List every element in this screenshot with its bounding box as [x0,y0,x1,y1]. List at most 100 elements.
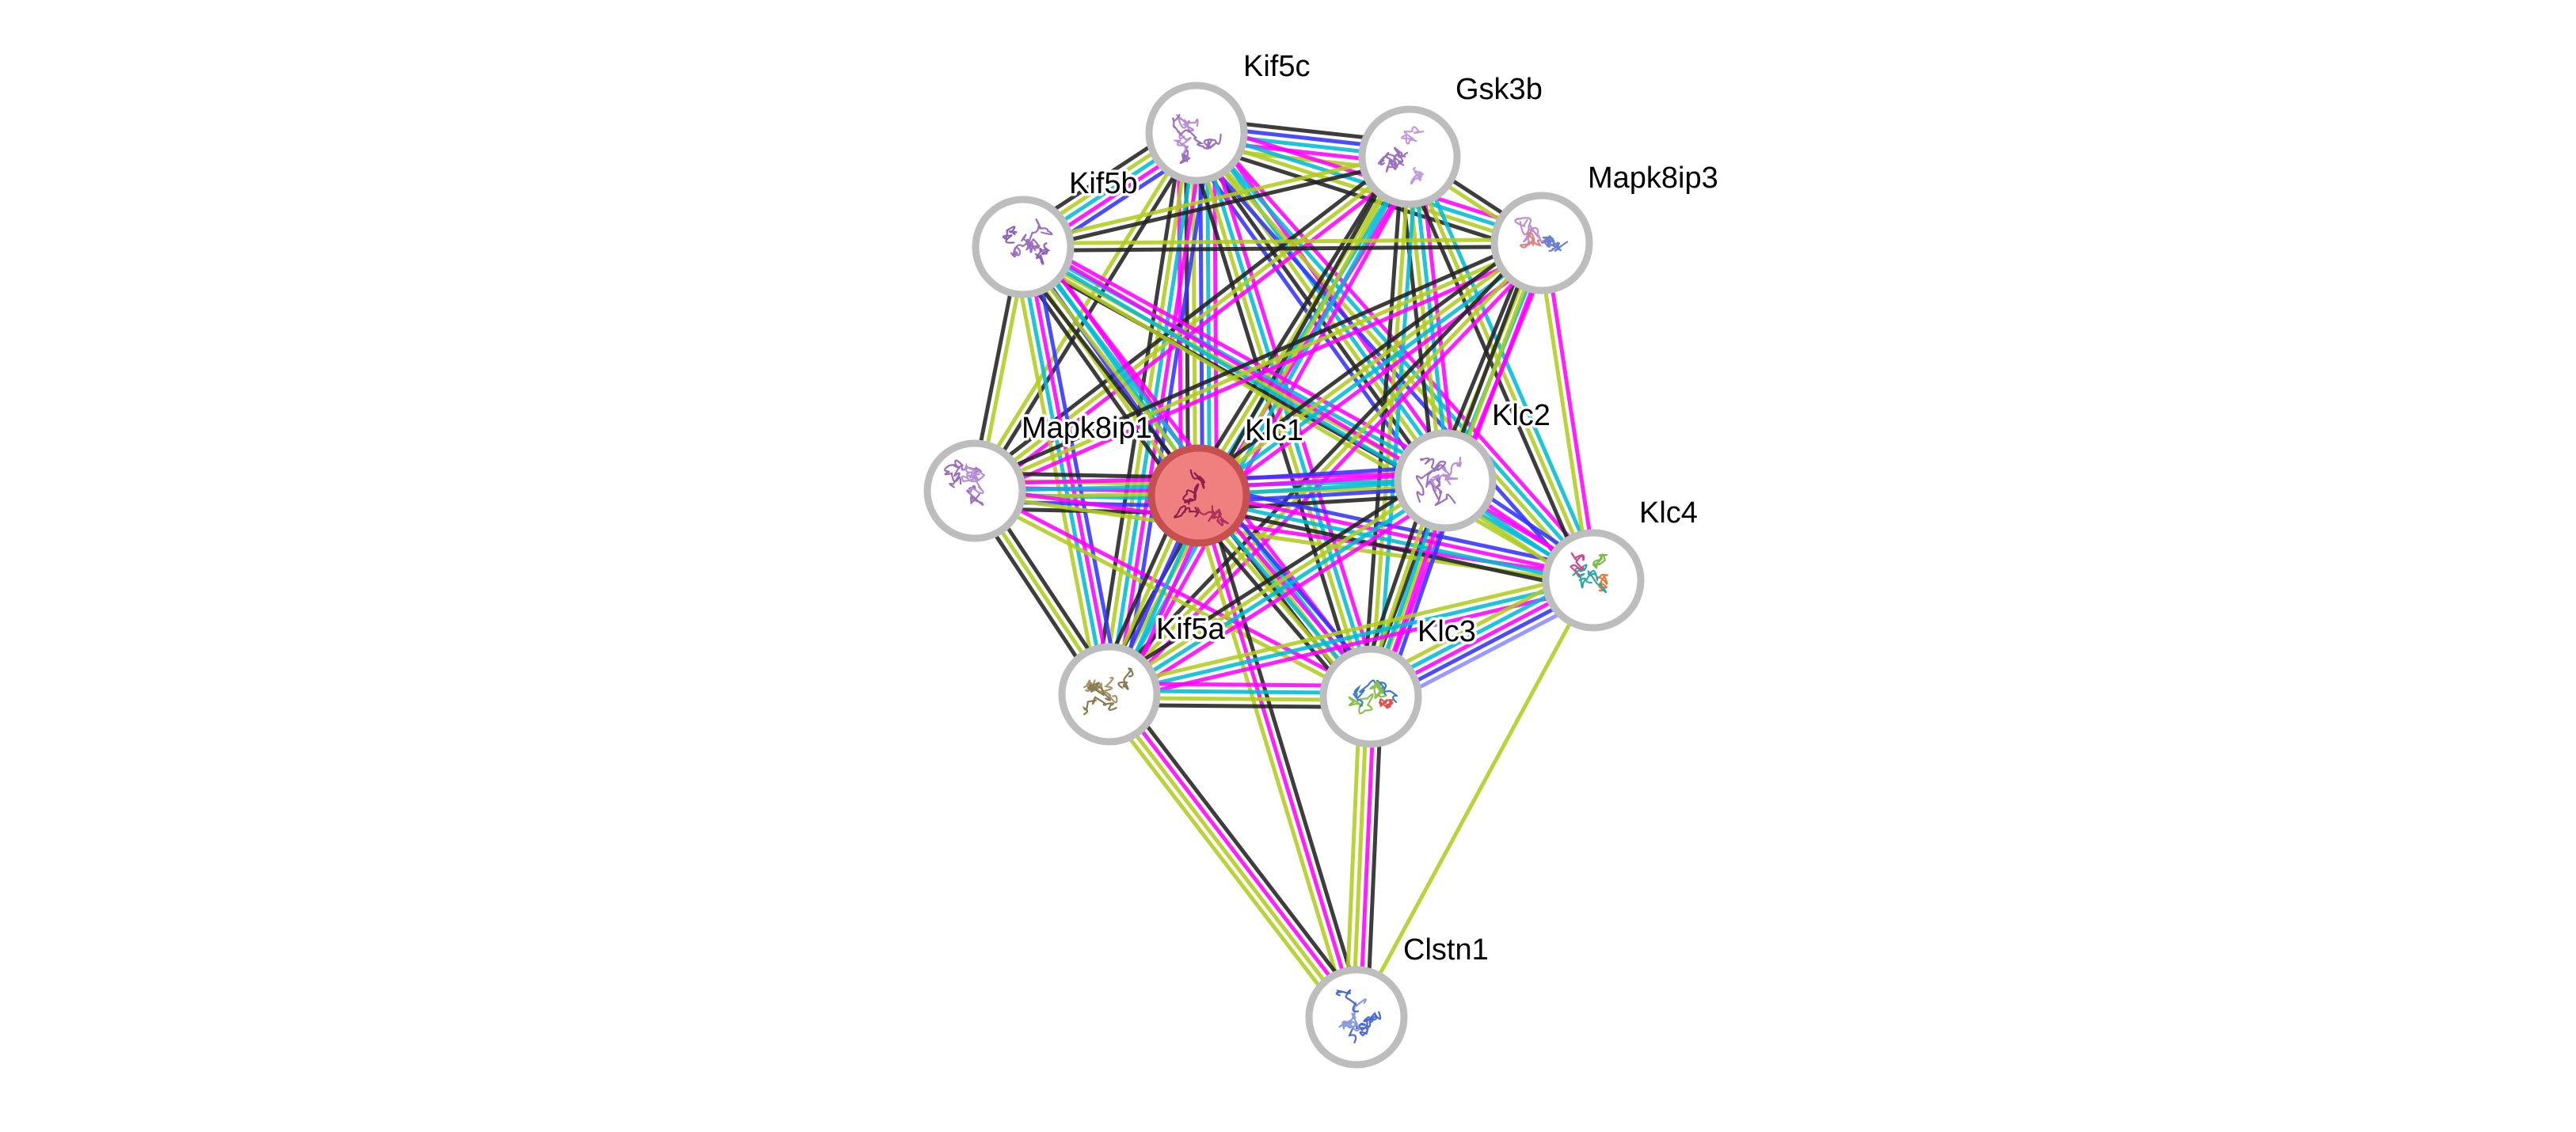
edge-mapk8ip3-klc4[interactable] [1536,240,1599,583]
edge-evidence-textmining [1193,153,1409,496]
edge-evidence-databases [1021,245,1596,583]
node-klc3[interactable]: Klc3 [1319,613,1478,748]
protein-structure-icon [1415,456,1463,507]
edge-evidence-textmining [1193,134,1543,249]
node-kif5b[interactable]: Kif5b [972,165,1140,298]
edge-evidence-textmining [1105,475,1446,693]
node-mapk8ip1[interactable]: Mapk8ip1 [923,409,1155,542]
edge-klc3-clstn1[interactable] [1344,693,1383,1020]
edge-klc1-klc4[interactable] [1194,483,1598,593]
edge-evidence-homology [1199,483,1598,572]
edge-evidence-textmining [972,241,1544,493]
edge-kif5b-kif5a[interactable] [1010,242,1122,699]
protein-structure-icon [1174,469,1229,526]
edge-evidence-textmining [971,492,1372,702]
protein-chain-stroke [1387,151,1406,166]
edge-evidence-experiments [974,485,1375,696]
node-circle[interactable] [1542,529,1645,632]
protein-structure-icon [1569,552,1608,594]
node-gsk3b[interactable]: Gsk3b [1358,70,1545,208]
edge-evidence-databases [1107,578,1596,697]
protein-chain-stroke [1514,217,1542,242]
edge-evidence-databases [1204,131,1212,498]
edge-gsk3b-kif5b[interactable] [1020,151,1413,253]
node-circle[interactable] [1358,105,1461,208]
edge-evidence-experiments [976,247,1547,500]
protein-structure-icon [1514,217,1569,252]
node-label: Klc4 [1639,496,1698,530]
protein-chain-stroke [1543,234,1569,252]
protein-chain-stroke [1379,698,1395,709]
edge-evidence-textmining [1194,237,1542,495]
protein-chain-stroke [1028,218,1053,249]
edge-evidence-textmining [1354,578,1596,1020]
edge-evidence-coexpression [1190,232,1538,489]
protein-chain-stroke [1519,231,1544,249]
protein-chain-stroke [1420,457,1447,473]
protein-chain-stroke [1201,133,1222,150]
node-klc1[interactable]: Klc1 [1147,412,1306,547]
protein-chain-stroke [1117,667,1134,690]
edge-evidence-textmining [1020,151,1411,246]
node-circle[interactable] [1305,966,1408,1069]
node-kif5c[interactable]: Kif5c [1145,47,1313,184]
edge-evidence-experiments [1113,487,1453,705]
edge-evidence-textmining [1098,698,1350,1026]
query-node-circle[interactable] [1147,444,1250,547]
edge-evidence-coexpression [1116,686,1368,1013]
edge-evidence-coexpression [1102,469,1442,688]
node-label: Klc3 [1417,615,1476,648]
protein-chain-stroke [1352,679,1376,708]
protein-chain-stroke [1596,573,1608,592]
edge-evidence-textmining [969,129,1196,492]
edge-mapk8ip1-klc3[interactable] [971,485,1375,702]
edge-kif5b-mapk8ip3[interactable] [1021,237,1544,253]
node-clstn1[interactable]: Clstn1 [1305,931,1491,1069]
node-circle[interactable] [1394,429,1497,532]
protein-chain-stroke [1035,242,1051,265]
node-circle[interactable] [923,439,1026,542]
edge-evidence-textmining [1021,237,1544,246]
edge-klc4-clstn1[interactable] [1354,578,1596,1020]
protein-chain-stroke [1179,146,1191,165]
protein-structure-icon [1082,667,1134,716]
node-circle[interactable] [1145,82,1248,184]
node-klc4[interactable]: Klc4 [1542,494,1700,632]
protein-chain-stroke [1003,226,1018,244]
protein-chain-stroke [1540,236,1560,252]
protein-chain-stroke [966,484,984,506]
edge-klc2-kif5a[interactable] [1102,469,1453,705]
edge-kif5a-clstn1[interactable] [1098,686,1368,1026]
edge-evidence-databases [1109,481,1449,700]
protein-chain-stroke [1441,456,1463,478]
protein-chain-stroke [1592,553,1608,569]
protein-structure-icon [1377,126,1425,185]
protein-chain-stroke [1363,1011,1382,1028]
protein-chain-stroke [1415,469,1440,503]
node-mapk8ip3[interactable]: Mapk8ip3 [1490,159,1721,294]
edge-evidence-homology [1031,242,1122,694]
edge-evidence-experiments [1357,694,1376,1020]
node-klc2[interactable]: Klc2 [1394,397,1553,532]
node-label: Gsk3b [1455,73,1543,106]
edge-klc1-clstn1[interactable] [1189,491,1366,1022]
node-label: Mapk8ip1 [1022,412,1152,445]
node-kif5a[interactable]: Kif5a [1058,610,1228,746]
edge-evidence-coexpression [1184,134,1363,702]
protein-structure-icon [1348,679,1398,715]
edge-evidence-coexpression [1021,244,1544,253]
edge-evidence-textmining [1107,241,1544,697]
edge-evidence-textmining [1010,247,1102,699]
edge-evidence-databases [1196,496,1595,586]
protein-structure-icon [1003,218,1053,265]
protein-chain-stroke [1174,505,1200,519]
edge-evidence-textmining [1191,131,1370,700]
protein-chain-stroke [1086,682,1111,701]
edge-evidence-coexpression [969,234,1541,487]
protein-chain-stroke [1197,507,1222,522]
protein-structure-icon [1171,114,1222,165]
edge-mapk8ip3-mapk8ip1[interactable] [969,234,1547,500]
node-circle[interactable] [1319,645,1422,748]
